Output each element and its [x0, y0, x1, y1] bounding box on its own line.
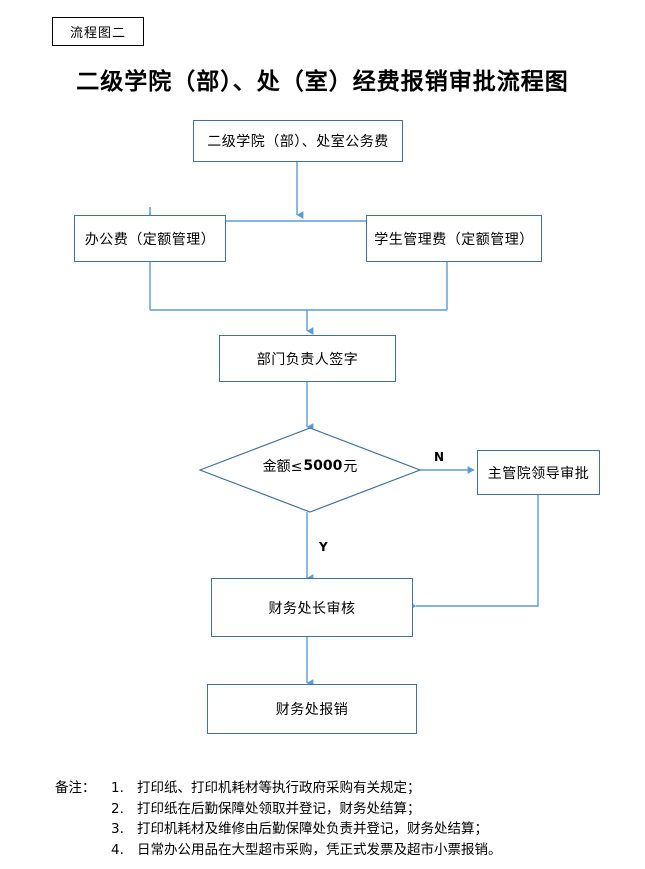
chart-tag-box: 流程图二: [52, 17, 144, 46]
node-label: 财务处报销: [275, 702, 349, 718]
chart-tag-label: 流程图二: [69, 26, 126, 41]
decision-label-prefix: 金额≤: [262, 459, 303, 475]
edge-label-yes: Y: [319, 540, 328, 554]
page-title: 二级学院（部）、处（室）经费报销审批流程图: [76, 68, 569, 95]
notes-text: 打印纸、打印机耗材等执行政府采购有关规定；: [137, 780, 421, 796]
decision-label-suffix: 元: [343, 459, 358, 475]
edge-n6-to-n7: [409, 495, 539, 610]
node-label: 财务处长审核: [268, 600, 356, 617]
edge-label-no: N: [434, 450, 445, 464]
decision-label-amount: 5000: [303, 458, 343, 474]
node-finance-reimbursement[interactable]: 财务处报销: [207, 684, 417, 734]
node-label: 办公费（定额管理）: [84, 231, 216, 248]
node-department-public-funds[interactable]: 二级学院（部）、处室公务费: [193, 120, 403, 162]
notes-number: 4.: [111, 841, 124, 858]
notes-item: 4. 日常办公用品在大型超市采购，凭正式发票及超市小票报销。: [55, 840, 615, 861]
node-label: 学生管理费（定额管理）: [374, 231, 534, 248]
notes-text: 日常办公用品在大型超市采购，凭正式发票及超市小票报销。: [137, 841, 502, 858]
notes-item: 备注： 1. 打印纸、打印机耗材等执行政府采购有关规定；: [55, 778, 615, 799]
notes-text: 打印纸在后勤保障处领取并登记，财务处结算；: [137, 800, 421, 817]
notes-item: 2. 打印纸在后勤保障处领取并登记，财务处结算；: [55, 799, 615, 820]
notes-item: 3. 打印机耗材及维修由后勤保障处负责并登记，财务处结算；: [55, 819, 615, 840]
node-department-head-signature[interactable]: 部门负责人签字: [219, 335, 396, 382]
node-label: 主管院领导审批: [487, 465, 590, 482]
node-student-management-fee[interactable]: 学生管理费（定额管理）: [366, 215, 542, 262]
notes-block: 备注： 1. 打印纸、打印机耗材等执行政府采购有关规定； 2. 打印纸在后勤保障…: [55, 778, 615, 860]
node-finance-director-review[interactable]: 财务处长审核: [211, 578, 413, 637]
notes-number: 1.: [111, 780, 124, 796]
node-label: 二级学院（部）、处室公务费: [207, 134, 389, 150]
node-label: 部门负责人签字: [256, 351, 359, 368]
notes-text: 打印机耗材及维修由后勤保障处负责并登记，财务处结算；: [137, 821, 488, 837]
node-leader-approval[interactable]: 主管院领导审批: [477, 450, 600, 495]
notes-number: 3.: [111, 821, 124, 837]
notes-lead: 备注：: [55, 780, 96, 796]
notes-number: 2.: [111, 800, 124, 817]
node-office-expense[interactable]: 办公费（定额管理）: [74, 215, 226, 262]
decision-diamond: [198, 427, 422, 513]
